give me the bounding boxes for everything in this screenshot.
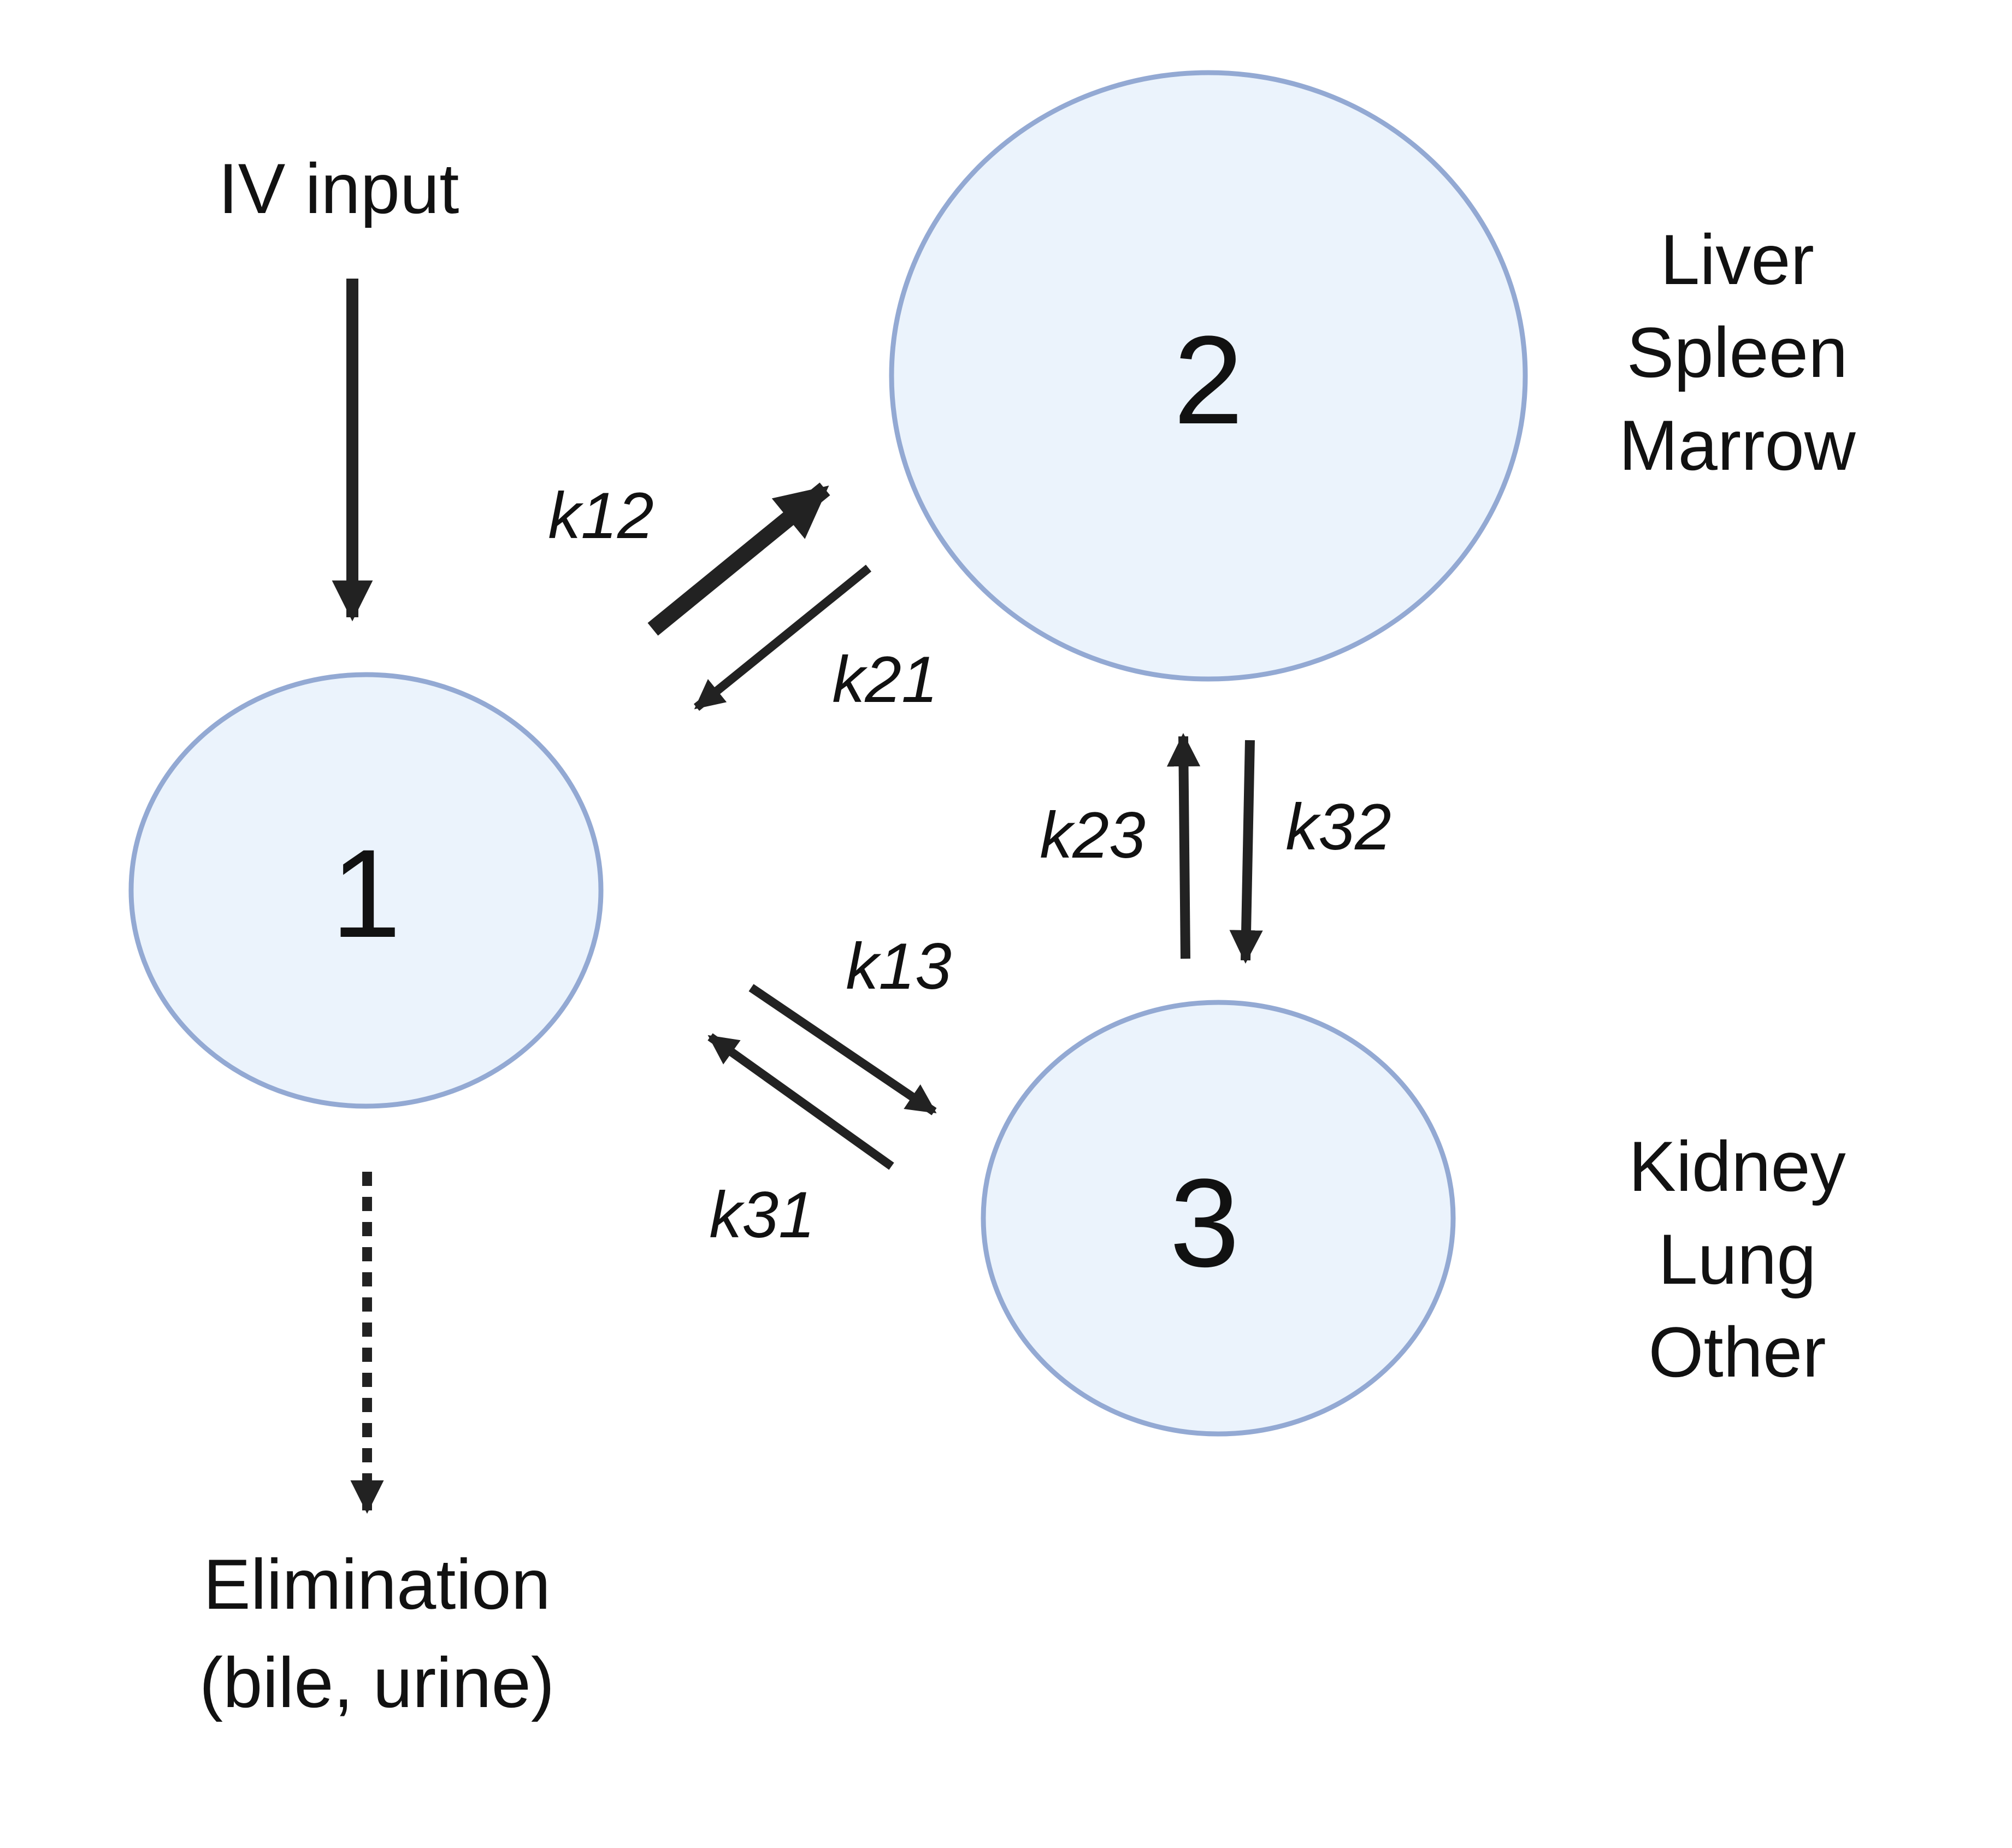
label-k32: k32 bbox=[1285, 790, 1391, 864]
arrow-k31 bbox=[707, 1033, 894, 1170]
arrow-k21 bbox=[693, 564, 872, 711]
compartment-1-label: 1 bbox=[331, 823, 401, 964]
tissue-other: Other bbox=[1648, 1312, 1826, 1392]
tissue-lung: Lung bbox=[1658, 1219, 1816, 1299]
label-k12: k12 bbox=[548, 479, 653, 552]
compartment-3-label: 3 bbox=[1170, 1153, 1240, 1293]
label-k21: k21 bbox=[832, 643, 937, 716]
tissue-liver: Liver bbox=[1660, 220, 1814, 299]
compartment-2-tissues: Liver Spleen Marrow bbox=[1619, 220, 1856, 485]
tissue-spleen: Spleen bbox=[1627, 312, 1848, 392]
label-k31: k31 bbox=[709, 1178, 815, 1251]
compartment-3: 3 bbox=[981, 1000, 1456, 1437]
arrow-k13 bbox=[748, 984, 937, 1115]
iv-input-label: IV input bbox=[219, 149, 459, 228]
tissue-marrow: Marrow bbox=[1619, 405, 1856, 485]
label-k13: k13 bbox=[846, 930, 951, 1003]
compartment-2-label: 2 bbox=[1173, 310, 1243, 450]
compartment-1: 1 bbox=[128, 672, 604, 1109]
label-k23: k23 bbox=[1040, 799, 1145, 872]
elimination-label-line2: (bile, urine) bbox=[199, 1643, 554, 1722]
tissue-kidney: Kidney bbox=[1629, 1126, 1846, 1206]
compartment-3-tissues: Kidney Lung Other bbox=[1629, 1126, 1846, 1392]
elimination-label-line1: Elimination bbox=[203, 1544, 551, 1624]
arrow-k32 bbox=[1229, 740, 1263, 964]
compartment-2: 2 bbox=[889, 70, 1528, 682]
arrow-k23 bbox=[1166, 733, 1201, 959]
arrow-k12 bbox=[647, 482, 830, 636]
